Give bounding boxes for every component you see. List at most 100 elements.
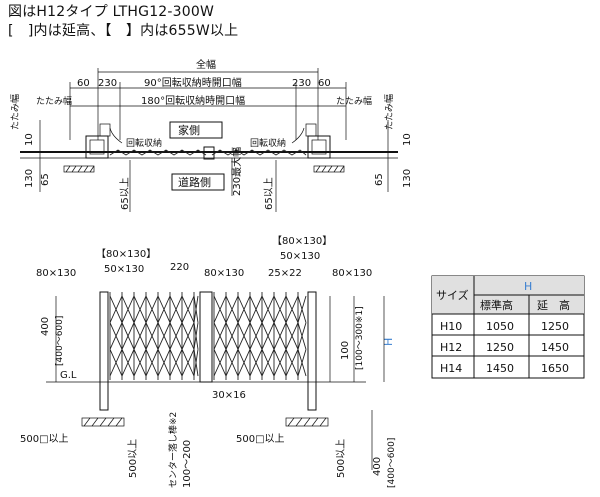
- lattice-bar: [181, 295, 195, 323]
- lattice-bar: [145, 349, 159, 377]
- dim-30x16: 30×16: [212, 390, 246, 401]
- dim-230-max: 230最大幅: [230, 147, 243, 196]
- lattice-bar: [109, 322, 123, 350]
- lattice-bar: [237, 295, 251, 323]
- label-ground-level: G.L: [60, 370, 77, 381]
- lattice-bar: [249, 295, 263, 323]
- dim-400-right: 400: [372, 457, 383, 476]
- lattice-bar: [213, 349, 227, 377]
- dim-80x130-bracket-left: 【80×130】: [96, 248, 156, 260]
- dim-50x130-right: 50×130: [280, 251, 320, 262]
- table-col-extended: 延 高: [537, 298, 570, 312]
- title-model: 図はH12タイプ LTHG12-300W: [8, 4, 215, 20]
- lattice-bar: [133, 295, 147, 323]
- dim-80x130-far-left: 80×130: [36, 268, 76, 279]
- lattice-bar: [273, 349, 287, 377]
- table-row-size: H14: [440, 362, 462, 375]
- lattice-bar: [237, 349, 251, 377]
- title-note: [ ]内は延高、【 】内は655W以上: [8, 23, 239, 39]
- lattice-bar: [285, 349, 299, 377]
- lattice-bar: [297, 322, 307, 350]
- table-row-standard: 1450: [486, 362, 514, 375]
- lattice-bar: [169, 322, 183, 350]
- label-folded-width-right: たたみ幅: [336, 95, 372, 107]
- dim-open-90: 90°回転収納時開口幅: [144, 76, 242, 89]
- lattice-bar: [297, 349, 307, 377]
- lattice-bar: [121, 349, 135, 377]
- lattice-bar: [109, 295, 123, 323]
- lattice-bar: [181, 349, 195, 377]
- dim-100-200: 100〜200: [182, 440, 193, 488]
- table-row-extended: 1450: [541, 341, 569, 354]
- lattice-bar: [121, 295, 135, 323]
- table-row-standard: 1050: [486, 320, 514, 333]
- dim-25x22: 25×22: [268, 268, 302, 279]
- dim-65-min-right: 65以上: [263, 177, 275, 210]
- lattice-bar: [261, 295, 275, 323]
- lattice-bar: [261, 322, 275, 350]
- lattice-bar: [169, 349, 183, 377]
- label-house-side: 家側: [178, 123, 200, 137]
- lattice-bar: [133, 322, 147, 350]
- lattice-bar: [249, 322, 263, 350]
- label-folded-width-left: たたみ幅: [36, 95, 72, 107]
- label-folded-width-vert-left: たたみ幅: [9, 94, 21, 130]
- lattice-bar: [285, 322, 299, 350]
- table-row-extended: 1650: [541, 362, 569, 375]
- lattice-bar: [213, 295, 227, 323]
- lattice-bar: [225, 322, 239, 350]
- lattice-bar: [249, 349, 263, 377]
- lattice-bar: [273, 322, 287, 350]
- dim-100-300: [100〜300※1]: [355, 306, 365, 370]
- lattice-bar: [285, 295, 299, 323]
- table-row-size: H10: [440, 320, 462, 333]
- lattice-bar: [169, 295, 183, 323]
- lattice-bar: [157, 322, 171, 350]
- label-rotation-left: 回転収納: [126, 137, 162, 149]
- dim-80x130-bracket-right: 【80×130】: [272, 235, 332, 247]
- dim-230-left: 230: [98, 78, 117, 89]
- dim-130-right: 130: [402, 169, 413, 188]
- dim-60-right: 60: [318, 78, 331, 89]
- dim-500-min-left: 500以上: [127, 439, 139, 478]
- dim-80x130-right: 80×130: [332, 268, 372, 279]
- dim-10-left: 10: [24, 133, 35, 146]
- dim-65-min-left: 65以上: [119, 177, 131, 210]
- lattice-bar: [109, 349, 123, 377]
- dim-10-right: 10: [402, 133, 413, 146]
- dim-height-h: H: [382, 338, 395, 346]
- lattice-bar: [193, 295, 199, 323]
- lattice-bar: [225, 349, 239, 377]
- table-corner-header: サイズ: [436, 288, 469, 302]
- lattice-bar: [297, 295, 307, 323]
- lattice-bar: [121, 322, 135, 350]
- lattice-bar: [145, 322, 159, 350]
- label-folded-width-vert-right: たたみ幅: [383, 94, 395, 130]
- dim-open-180: 180°回転収納時開口幅: [141, 94, 245, 107]
- table-row-size: H12: [440, 341, 462, 354]
- lattice-bar: [225, 295, 239, 323]
- lattice-bar: [237, 322, 251, 350]
- table-col-standard: 標準高: [480, 298, 513, 312]
- dim-400-left: 400: [40, 317, 51, 336]
- label-foundation-left: 500□以上: [20, 433, 69, 445]
- dim-230-right: 230: [292, 78, 311, 89]
- lattice-bar: [181, 322, 195, 350]
- lattice-bar: [193, 349, 199, 377]
- dim-500-min-right: 500以上: [335, 439, 347, 478]
- label-road-side: 道路側: [178, 175, 211, 189]
- table-row-standard: 1250: [486, 341, 514, 354]
- dim-100: 100: [340, 341, 351, 360]
- lattice-bar: [213, 322, 227, 350]
- lattice-bar: [193, 322, 199, 350]
- lattice-bar: [157, 349, 171, 377]
- dim-60-left: 60: [77, 78, 90, 89]
- table-row-extended: 1250: [541, 320, 569, 333]
- label-center-stopper: センター落し棒※2: [167, 412, 179, 488]
- dim-400-600-left: [400〜600]: [55, 316, 65, 366]
- lattice-bar: [133, 349, 147, 377]
- dim-50x130-left: 50×130: [104, 264, 144, 275]
- dim-220: 220: [170, 262, 189, 273]
- plan-view: 全幅 60 230 90°回転収納時開口幅 230 60 180°回転収納時開口…: [9, 58, 413, 212]
